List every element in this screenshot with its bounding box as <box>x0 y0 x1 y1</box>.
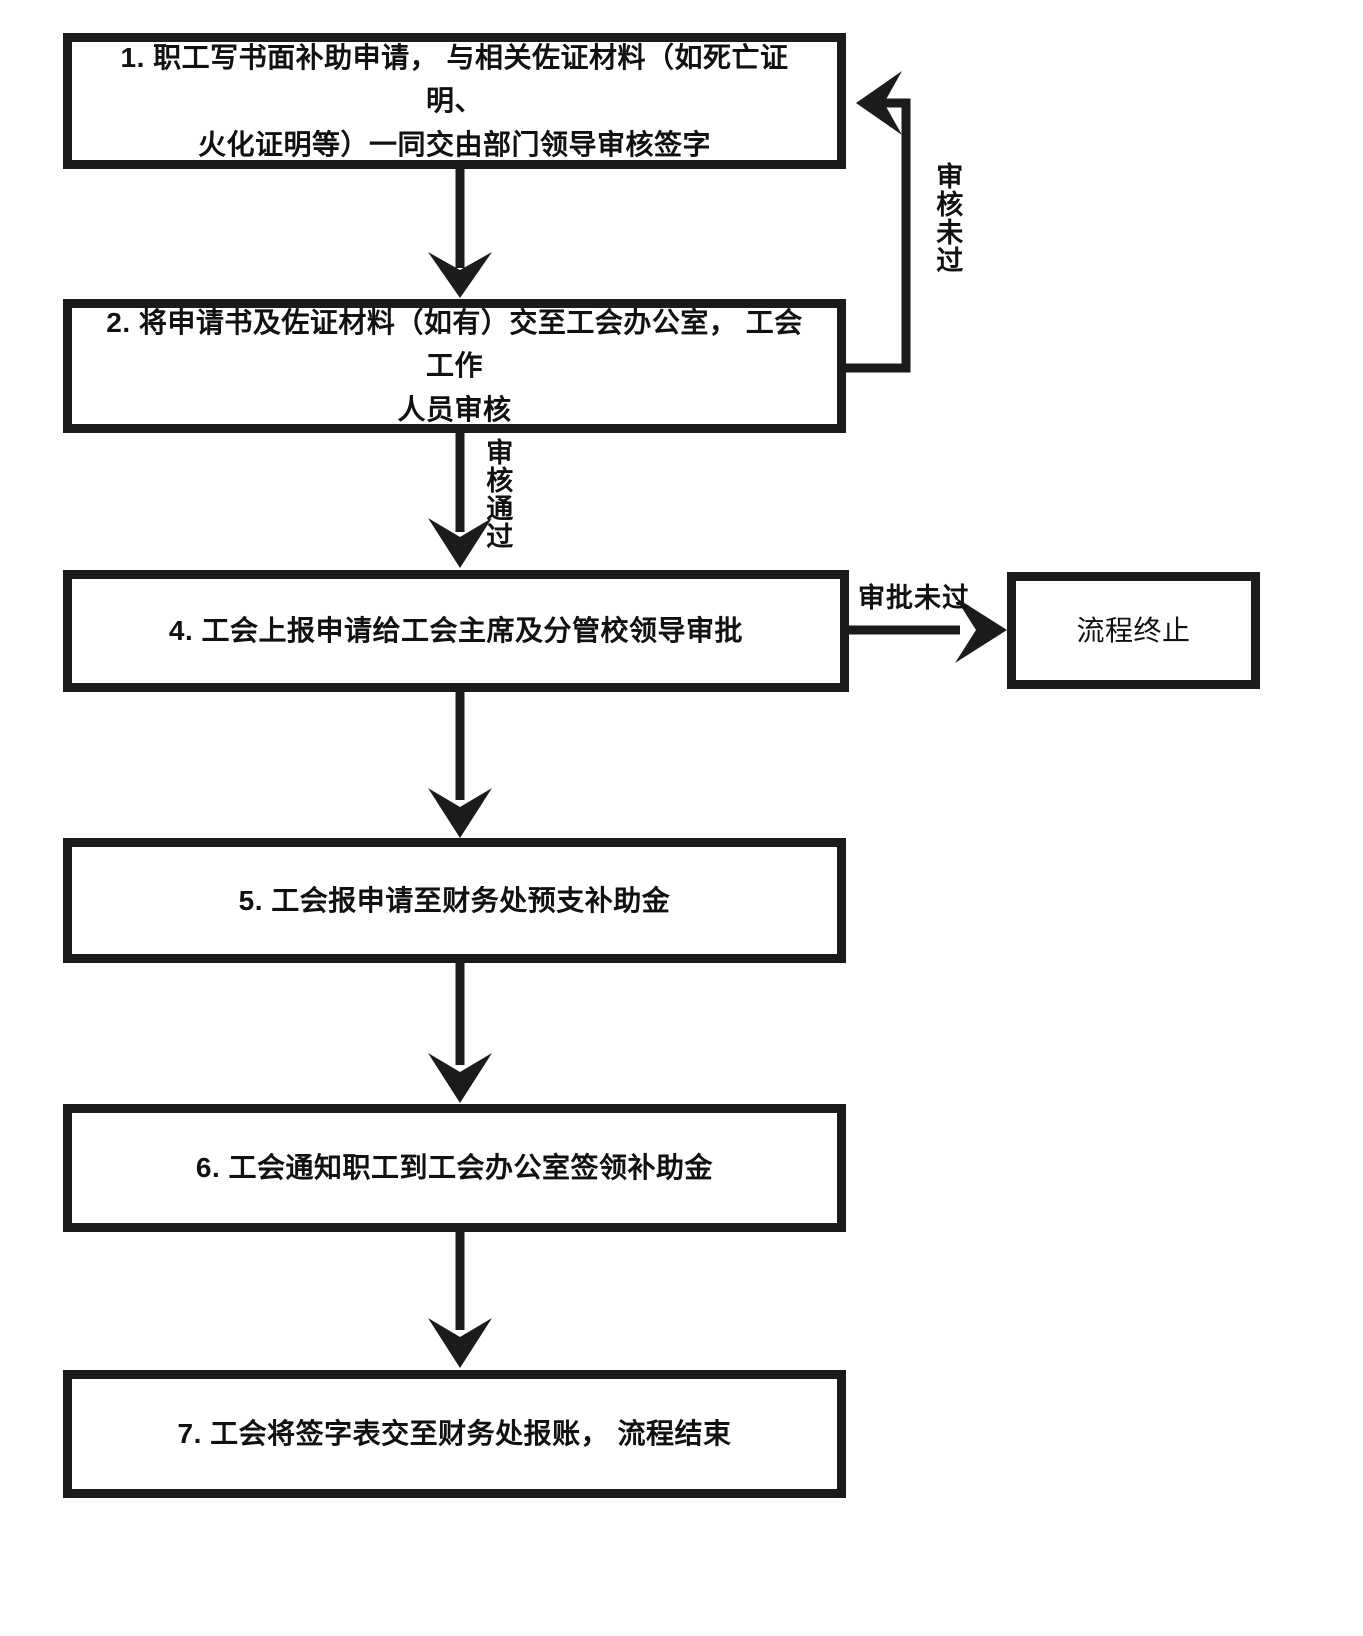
edge-label-pass-review: 审核通过 <box>482 438 513 550</box>
arrowhead-step6-to-step7 <box>428 1318 492 1368</box>
edge-label-reject-review: 审核未过 <box>932 162 963 274</box>
arrowhead-step1-to-step2 <box>428 252 492 298</box>
node-terminate-label: 流程终止 <box>1076 614 1191 646</box>
node-step7[interactable]: 7. 工会将签字表交至财务处报账， 流程结束 <box>63 1370 846 1498</box>
node-step1[interactable]: 1. 职工写书面补助申请， 与相关佐证材料（如死亡证明、 火化证明等）一同交由部… <box>63 33 846 169</box>
edge-label-reject-approval: 审批未过 <box>858 583 970 613</box>
node-step2[interactable]: 2. 将申请书及佐证材料（如有）交至工会办公室， 工会工作 人员审核 <box>63 299 846 433</box>
node-step6-label: 6. 工会通知职工到工会办公室签领补助金 <box>195 1152 714 1184</box>
connector-reject-review-loop <box>845 98 911 373</box>
node-step4-label: 4. 工会上报申请给工会主席及分管校领导审批 <box>168 615 744 647</box>
node-step4[interactable]: 4. 工会上报申请给工会主席及分管校领导审批 <box>63 570 849 692</box>
node-step7-label: 7. 工会将签字表交至财务处报账， 流程结束 <box>177 1418 732 1450</box>
node-step2-label: 2. 将申请书及佐证材料（如有）交至工会办公室， 工会工作 人员审核 <box>106 306 803 425</box>
node-step5-label: 5. 工会报申请至财务处预支补助金 <box>238 884 671 916</box>
arrowhead-step5-to-step6 <box>428 1053 492 1103</box>
node-step6[interactable]: 6. 工会通知职工到工会办公室签领补助金 <box>63 1104 846 1232</box>
arrowhead-reject-review-loop <box>856 71 902 135</box>
arrowhead-step4-to-step5 <box>428 788 492 838</box>
node-step1-label: 1. 职工写书面补助申请， 与相关佐证材料（如死亡证明、 火化证明等）一同交由部… <box>120 41 789 160</box>
node-step5[interactable]: 5. 工会报申请至财务处预支补助金 <box>63 838 846 963</box>
node-terminate[interactable]: 流程终止 <box>1007 572 1260 689</box>
